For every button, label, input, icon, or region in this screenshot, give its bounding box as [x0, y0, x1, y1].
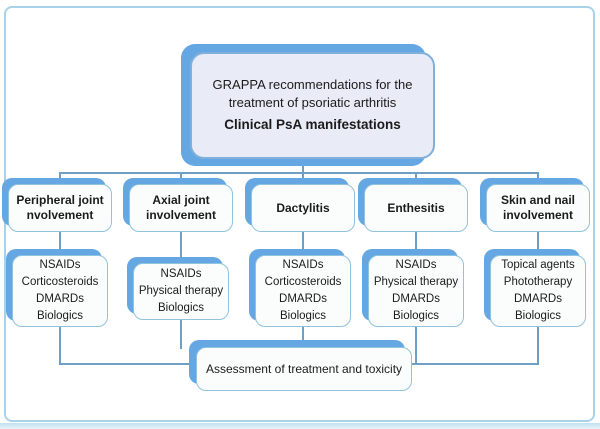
connector-top-rail: [59, 172, 539, 174]
treatment-item: NSAIDs: [160, 268, 202, 280]
category-box-peripheral-joint: Peripheral joint nvolvement: [8, 184, 112, 232]
category-label: Peripheral joint nvolvement: [16, 193, 104, 222]
connector-rail-to-category-5: [537, 172, 539, 185]
treatment-item: Physical therapy: [373, 276, 459, 288]
treatment-item: DMARDs: [514, 293, 562, 305]
treatment-item: DMARDs: [392, 293, 440, 305]
treatment-item: NSAIDs: [282, 259, 324, 271]
category-label: Dactylitis: [276, 200, 330, 215]
treatment-item: Biologics: [514, 310, 562, 322]
treatment-box-skin-nail: Topical agents Phototherapy DMARDs Biolo…: [490, 255, 586, 327]
category-box-axial-joint: Axial joint involvement: [129, 184, 233, 232]
category-label: Axial joint involvement: [145, 193, 217, 222]
connector-title-to-rail: [302, 159, 304, 173]
treatment-box-peripheral-joint: NSAIDs Corticosteroids DMARDs Biologics: [12, 255, 108, 327]
connector-bottom-rail-right: [408, 363, 539, 365]
title-box: GRAPPA recommendations for the treatment…: [190, 52, 435, 159]
category-label: Enthesitis: [387, 200, 445, 215]
title-line-3: Clinical PsA manifestations: [224, 117, 401, 133]
title-line-1: GRAPPA recommendations for the: [212, 77, 413, 93]
treatment-box-enthesitis: NSAIDs Physical therapy DMARDs Biologics: [368, 255, 464, 327]
treatment-item: Biologics: [392, 310, 440, 322]
category-label: Skin and nail involvement: [500, 193, 575, 222]
category-box-skin-nail: Skin and nail involvement: [486, 184, 590, 232]
bottom-edge-strip: [0, 423, 600, 429]
treatment-item: NSAIDs: [395, 259, 437, 271]
connector-rail-to-category-1: [59, 172, 61, 185]
connector-treatment1-down: [59, 327, 61, 365]
connector-category-to-treatment-2: [180, 232, 182, 265]
treatment-item: Biologics: [157, 302, 205, 314]
connector-category-to-treatment-4: [415, 232, 417, 257]
treatment-item: Topical agents: [501, 259, 575, 271]
connector-treatment5-down: [537, 327, 539, 365]
treatment-item: Biologics: [36, 310, 84, 322]
connector-treatment3-down: [302, 327, 304, 349]
connector-rail-to-category-4: [415, 172, 417, 185]
treatment-item: DMARDs: [36, 293, 84, 305]
treatment-item: Corticosteroids: [264, 276, 342, 288]
connector-treatment4-down: [415, 327, 417, 365]
connector-bottom-rail-left: [59, 363, 201, 365]
treatment-item: Physical therapy: [138, 285, 224, 297]
diagram-outer-border: [4, 6, 595, 422]
title-line-2: treatment of psoriatic arthritis: [228, 94, 397, 110]
treatment-box-dactylitis: NSAIDs Corticosteroids DMARDs Biologics: [255, 255, 351, 327]
connector-category-to-treatment-1: [59, 232, 61, 257]
connector-rail-to-category-3: [302, 172, 304, 185]
treatment-item: Phototherapy: [503, 276, 573, 288]
treatment-item: Biologics: [279, 310, 327, 322]
connector-category-to-treatment-5: [537, 232, 539, 257]
connector-category-to-treatment-3: [302, 232, 304, 257]
category-box-enthesitis: Enthesitis: [364, 184, 468, 232]
treatment-item: Corticosteroids: [21, 276, 99, 288]
connector-treatment2-down: [180, 320, 182, 349]
assessment-box: Assessment of treatment and toxicity: [196, 347, 412, 391]
treatment-box-axial-joint: NSAIDs Physical therapy Biologics: [133, 263, 229, 320]
category-box-dactylitis: Dactylitis: [251, 184, 355, 232]
treatment-item: NSAIDs: [39, 259, 81, 271]
assessment-label: Assessment of treatment and toxicity: [205, 362, 403, 376]
treatment-item: DMARDs: [279, 293, 327, 305]
connector-rail-to-category-2: [180, 172, 182, 185]
